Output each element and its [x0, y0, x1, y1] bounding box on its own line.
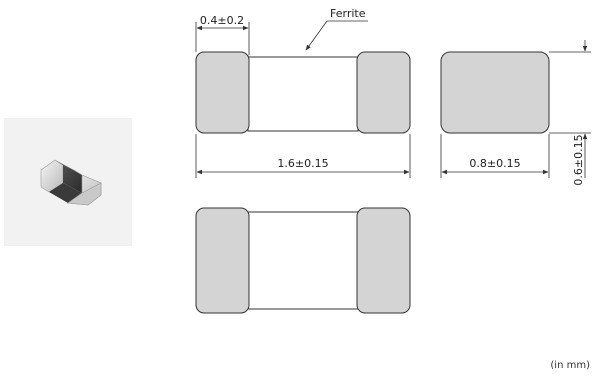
electrode-width-label: 0.4±0.2: [200, 14, 244, 27]
top-view-component: [195, 51, 411, 134]
side-view-electrode: [440, 51, 550, 134]
unit-note: (in mm): [550, 360, 590, 371]
ferrite-body: [247, 56, 359, 132]
length-dimension: 1.6±0.15: [195, 134, 411, 178]
height-label: 0.6±0.15: [572, 134, 585, 185]
chip-illustration: [40, 159, 102, 206]
ferrite-callout: Ferrite: [305, 7, 368, 51]
bottom-view-component: [195, 207, 411, 314]
right-electrode: [356, 51, 411, 134]
width-dimension: 0.8±0.15: [440, 134, 550, 178]
left-electrode: [195, 51, 250, 134]
bottom-left-electrode: [195, 207, 250, 314]
height-dimension: 0.6±0.15: [549, 40, 591, 186]
ferrite-label: Ferrite: [330, 7, 366, 20]
product-photo: [4, 118, 132, 246]
side-view-component: [440, 51, 550, 134]
width-label: 0.8±0.15: [469, 157, 520, 170]
length-label: 1.6±0.15: [277, 157, 328, 170]
bottom-right-electrode: [356, 207, 411, 314]
electrode-width-dimension: 0.4±0.2: [195, 14, 250, 55]
bottom-ferrite-body: [247, 211, 359, 310]
